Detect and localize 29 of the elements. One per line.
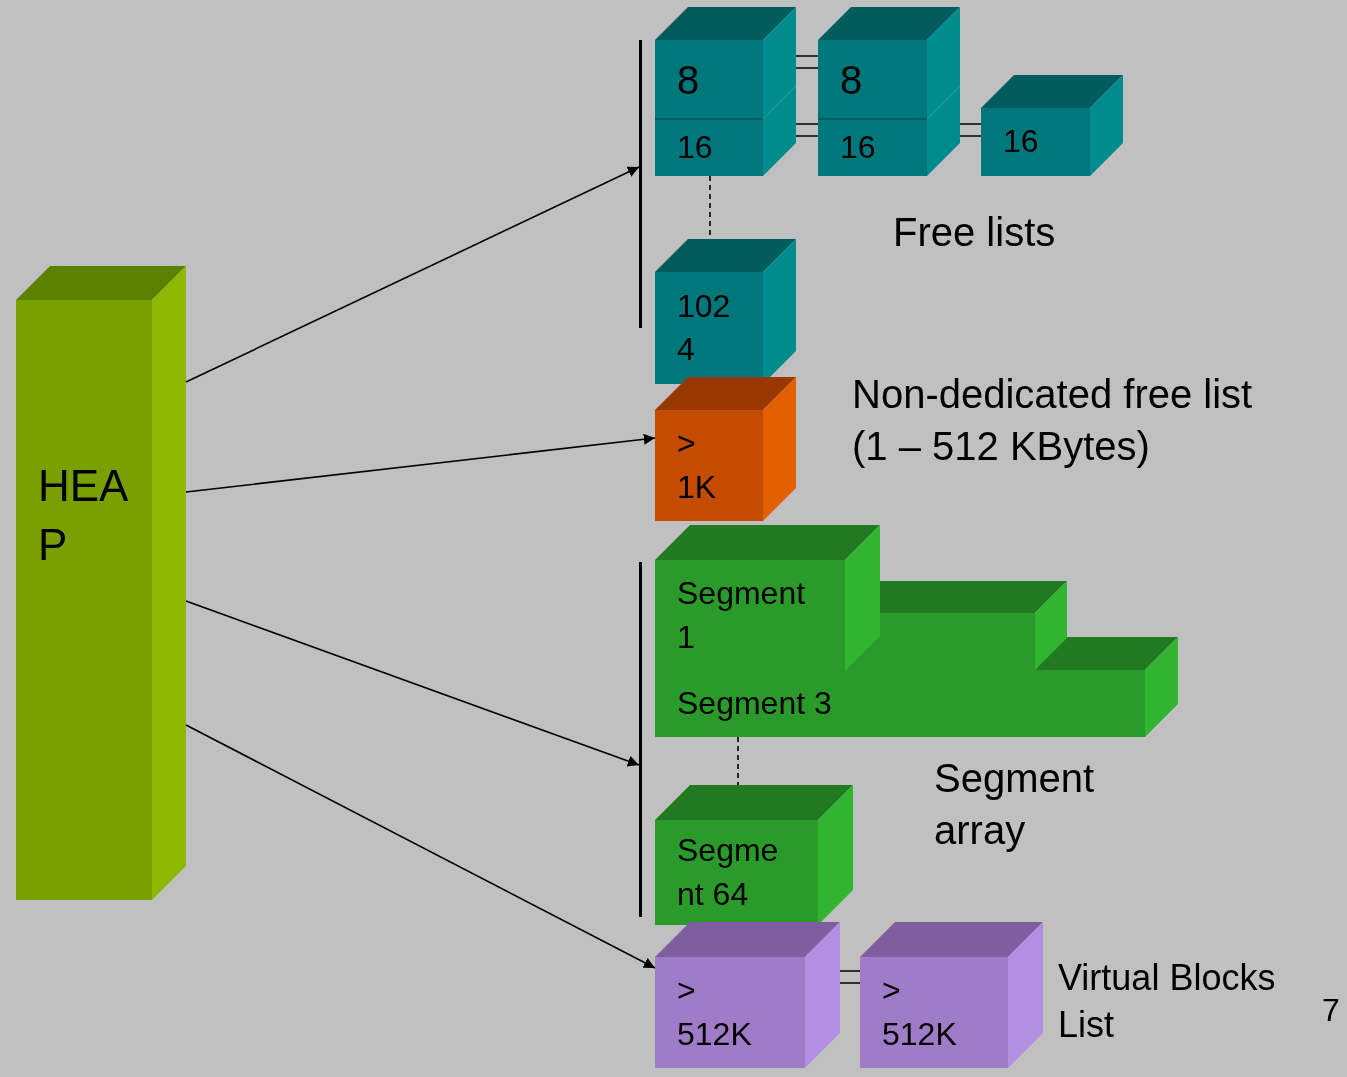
section-title: Virtual Blocks List [1058, 956, 1277, 1047]
block-label: Segment 3 [677, 683, 833, 723]
block-label: > 512K [677, 971, 753, 1054]
block-label: HEAP [38, 460, 130, 572]
bracket-line [639, 40, 642, 328]
double-link-line [795, 123, 819, 137]
section-title: Non-dedicated free list (1 – 512 KBytes) [852, 371, 1254, 470]
block-label: 8 [677, 56, 701, 104]
block-label: 16 [1003, 122, 1040, 162]
section-title: Segment array [934, 755, 1096, 854]
block-label: 16 [840, 127, 877, 167]
arrow [185, 724, 656, 969]
double-link-line [959, 123, 982, 137]
page-number: 7 [1322, 991, 1341, 1030]
arrow [185, 600, 640, 767]
arrow [185, 166, 640, 383]
block-label: 8 [840, 56, 864, 104]
double-link-line [795, 55, 819, 69]
block-label: Segment 64 [677, 831, 780, 914]
double-link-line [839, 970, 861, 984]
block-label: > 512K [882, 971, 958, 1054]
arrow [185, 433, 656, 493]
dashed-link-line [737, 736, 739, 786]
bracket-line [639, 562, 642, 917]
block-label: 1024 [677, 286, 732, 369]
block-label: > 1K [677, 424, 718, 507]
block-label: Segment 1 [677, 574, 807, 657]
block-label: 16 [677, 127, 714, 167]
section-title: Free lists [893, 209, 1057, 256]
